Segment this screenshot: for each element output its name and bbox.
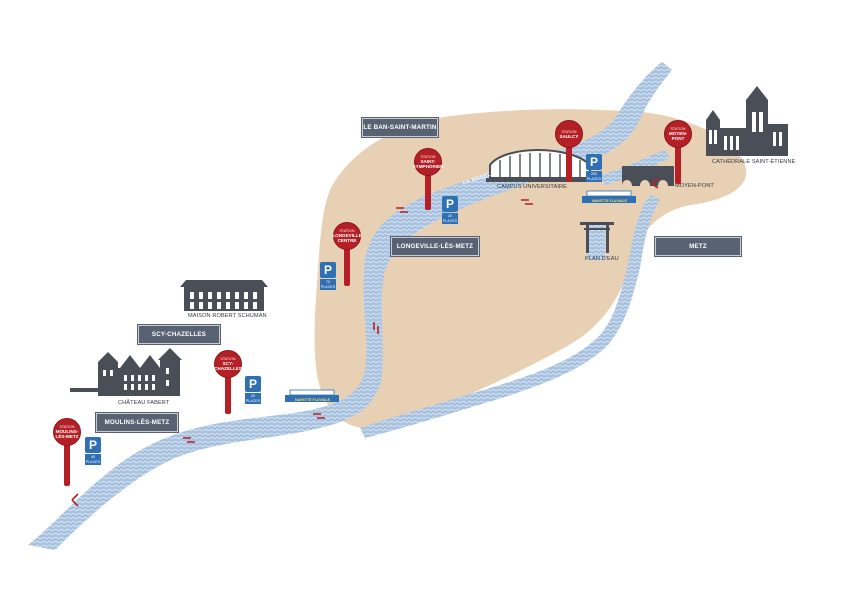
station-pole (225, 372, 231, 414)
route-arrow-icon (521, 199, 533, 205)
parking-saulcy[interactable]: P 200 PLACES (586, 154, 602, 182)
station-name: SCY-CHAZELLES (214, 361, 242, 371)
plan-eau-gate (580, 222, 614, 253)
area-label-longeville: LONGEVILLE-LÈS-METZ (391, 237, 479, 256)
caption-cathedrale: CATHÉDRALE SAINT-ÉTIENNE (712, 159, 796, 165)
boat-label-2: NAVETTE FLUVIALE (592, 199, 628, 203)
route-arrow-icon (71, 493, 79, 507)
route-arrow-icon (313, 413, 325, 419)
station-moyen-pont[interactable]: STATION MOYEN-PONT (664, 120, 692, 148)
station-prefix: STATION (561, 129, 577, 134)
parking-places: 20 PLACES (245, 393, 261, 404)
parking-scy[interactable]: P 20 PLACES (245, 376, 261, 404)
station-name: LONGEVILLE CENTRE (332, 233, 362, 243)
station-pole (64, 440, 70, 486)
station-prefix: STATION (220, 357, 236, 361)
parking-places: 20 PLACES (442, 213, 458, 224)
river-branch (360, 195, 660, 438)
station-saint-symphorien[interactable]: STATION SAINT-SYMPHORIEN (412, 148, 444, 176)
station-name: MOYEN-PONT (668, 131, 688, 141)
area-label-metz: METZ (655, 237, 741, 256)
parking-longeville[interactable]: P 70 PLACES (320, 262, 336, 290)
parking-icon: P (320, 262, 336, 278)
route-arrow-icon (183, 437, 195, 443)
caption-plan-eau: PLAN D'EAU (585, 256, 619, 262)
station-saulcy[interactable]: STATION SAULCY (555, 120, 583, 148)
area-label-scy: SCY-CHAZELLES (138, 325, 220, 344)
route-arrow-icon (396, 207, 408, 213)
route-arrow-icon (651, 177, 659, 189)
cathedrale-illustration (706, 86, 788, 156)
parking-icon: P (245, 376, 261, 392)
station-prefix: STATION (670, 127, 686, 131)
boat-navette-1: NAVETTE FLUVIALE (285, 389, 339, 402)
parking-moulins[interactable]: P 40 PLACES (85, 437, 101, 465)
parking-icon: P (586, 154, 602, 170)
station-prefix: STATION (339, 229, 355, 233)
river-moselle (28, 62, 672, 550)
caption-fabert: CHÂTEAU FABERT (118, 400, 170, 406)
parking-places: 40 PLACES (85, 454, 101, 465)
boat-label-1: NAVETTE FLUVIALE (295, 398, 331, 402)
area-label-le-ban: LE BAN-SAINT-MARTIN (362, 118, 438, 137)
caption-schuman: MAISON ROBERT SCHUMAN (188, 313, 267, 319)
station-prefix: STATION (59, 425, 75, 429)
station-name: SAINT-SYMPHORIEN (412, 159, 444, 169)
boat-navette-2: NAVETTE FLUVIALE (582, 190, 636, 203)
station-moulins[interactable]: STATION MOULINS-LÈS-METZ (53, 418, 81, 446)
parking-icon: P (442, 196, 458, 212)
station-pole (566, 142, 572, 182)
plan-eau-channel (588, 225, 605, 260)
maison-schuman-illustration (180, 280, 268, 311)
station-pole (425, 170, 431, 210)
route-arrows (71, 177, 659, 507)
station-scy[interactable]: STATION SCY-CHAZELLES (214, 350, 242, 378)
parking-icon: P (85, 437, 101, 453)
parking-saint-symphorien[interactable]: P 20 PLACES (442, 196, 458, 224)
station-name: MOULINS-LÈS-METZ (55, 429, 79, 439)
station-pole (675, 142, 681, 184)
area-label-moulins: MOULINS-LÈS-METZ (96, 413, 178, 432)
caption-campus: CAMPUS UNIVERSITAIRE (497, 184, 567, 190)
parking-places: 200 PLACES (586, 171, 602, 182)
chateau-fabert-illustration (70, 348, 182, 396)
parking-places: 70 PLACES (320, 279, 336, 290)
station-longeville[interactable]: STATION LONGEVILLE CENTRE (332, 222, 362, 250)
land-area (314, 109, 747, 429)
station-pole (344, 244, 350, 286)
moyen-pont-illustration (622, 166, 674, 186)
caption-moyen-pont: MOYEN-PONT (675, 183, 714, 189)
route-arrow-icon (373, 322, 379, 334)
station-prefix: STATION (420, 155, 436, 159)
station-name: SAULCY (559, 133, 579, 139)
